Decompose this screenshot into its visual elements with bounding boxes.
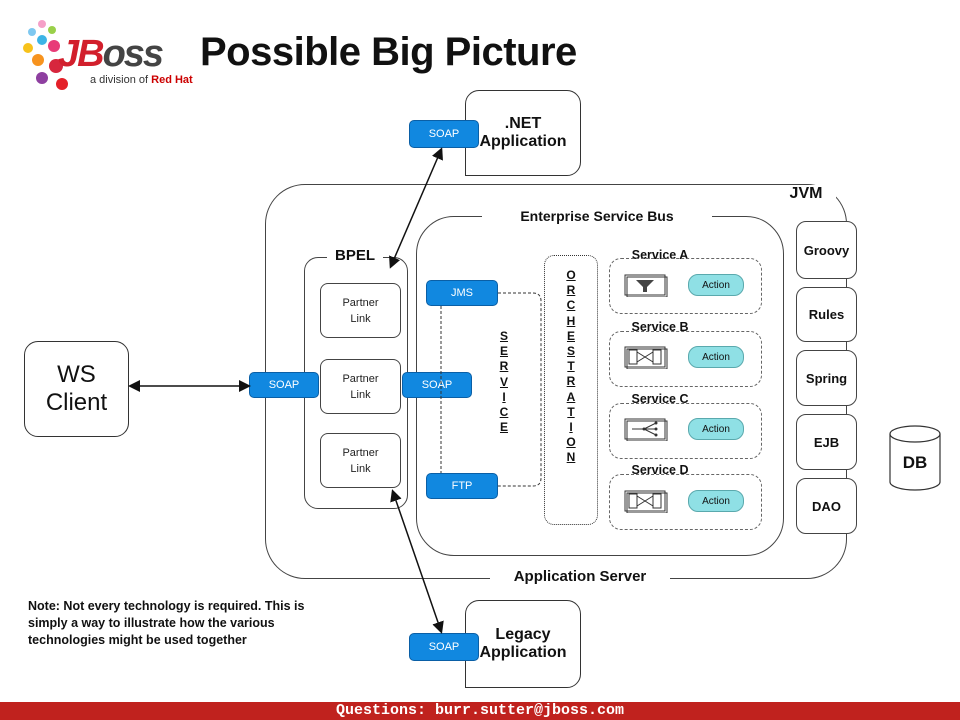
db-cylinder (889, 425, 941, 491)
service-a-frame (609, 258, 762, 314)
legacy-soap-badge: SOAP (409, 633, 479, 661)
service-d-transform-icon (624, 489, 668, 514)
ws-client-box: WS Client (24, 341, 129, 437)
service-d-label: Service D (622, 463, 698, 477)
service-b-frame (609, 331, 762, 387)
service-b-action: Action (688, 346, 744, 368)
service-d-action: Action (688, 490, 744, 512)
stack-ejb: EJB (796, 414, 857, 470)
service-a-action: Action (688, 274, 744, 296)
soap-badge-right: SOAP (402, 372, 472, 398)
service-c-action: Action (688, 418, 744, 440)
bpel-label: BPEL (327, 247, 383, 264)
page-title: Possible Big Picture (200, 30, 577, 74)
dotnet-line2: Application (479, 133, 567, 150)
ftp-badge: FTP (426, 473, 498, 499)
footer-banner: Questions: burr.sutter@jboss.com (0, 702, 960, 720)
stack-rules: Rules (796, 287, 857, 342)
partner-link-2: Partner Link (320, 359, 401, 414)
partner-link-1: Partner Link (320, 283, 401, 338)
orchestration-bar (544, 255, 598, 525)
soap-badge-left: SOAP (249, 372, 319, 398)
partner-link-3: Partner Link (320, 433, 401, 488)
db-label: DB (902, 453, 928, 472)
dotnet-line1: .NET (504, 115, 542, 132)
dotnet-soap-badge: SOAP (409, 120, 479, 148)
ws-client-line2: Client (45, 389, 108, 416)
dotnet-application-box: .NET Application (465, 90, 581, 176)
legacy-application-box: Legacy Application (465, 600, 581, 688)
service-c-router-icon (624, 417, 668, 442)
stack-dao: DAO (796, 478, 857, 534)
legacy-line1: Legacy (495, 626, 551, 643)
service-a-filter-icon (624, 273, 668, 298)
note-text: Note: Not every technology is required. … (28, 599, 305, 647)
esb-label: Enterprise Service Bus (482, 208, 712, 224)
service-d-frame (609, 474, 762, 530)
logo-subtitle: a division of Red Hat (90, 74, 193, 86)
service-c-frame (609, 403, 762, 459)
service-c-label: Service C (622, 392, 698, 406)
service-b-label: Service B (622, 320, 698, 334)
legacy-line2: Application (479, 644, 567, 661)
app-server-label: Application Server (490, 568, 670, 585)
stack-groovy: Groovy (796, 221, 857, 279)
jboss-logo: JBoss (58, 33, 164, 75)
jms-badge: JMS (426, 280, 498, 306)
logo-dots (23, 20, 68, 90)
service-b-transform-icon (624, 345, 668, 370)
stack-spring: Spring (796, 350, 857, 406)
jvm-label: JVM (776, 185, 836, 203)
ws-client-line1: WS (57, 361, 96, 388)
